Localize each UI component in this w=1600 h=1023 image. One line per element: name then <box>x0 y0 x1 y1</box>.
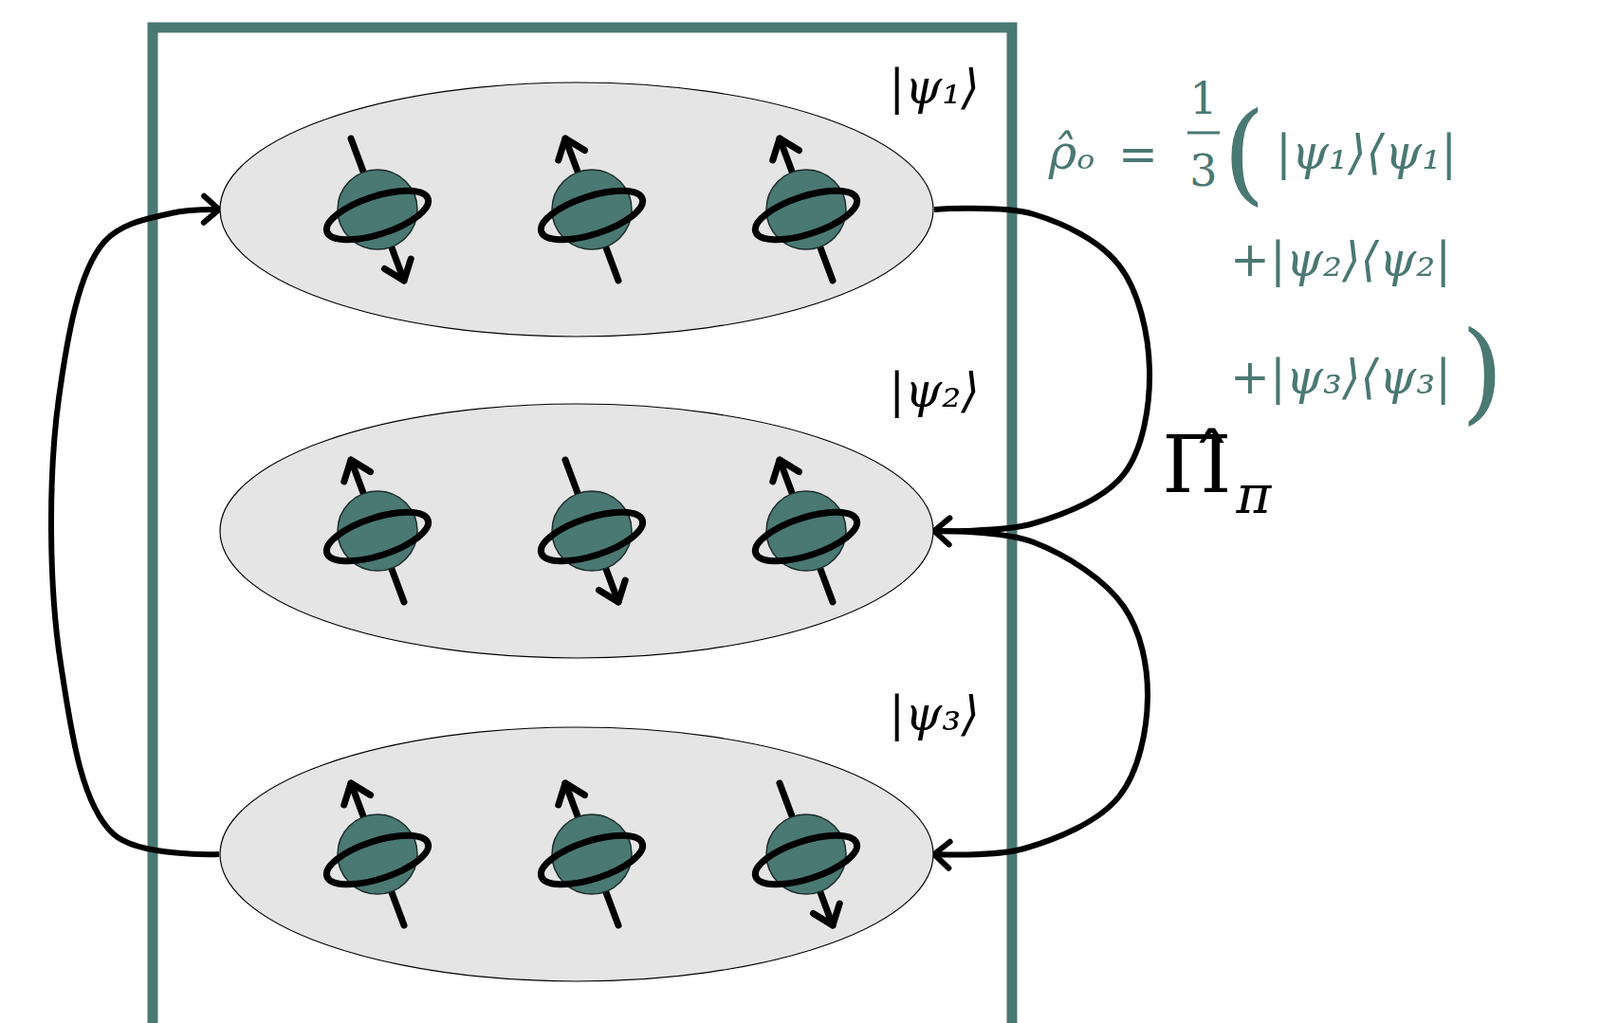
state-label: |ψ₃⟩ <box>888 688 980 741</box>
spin-symbol <box>321 138 435 281</box>
state-label: |ψ₁⟩ <box>888 61 980 114</box>
spin-symbol <box>535 138 649 281</box>
ellipse-outline <box>220 404 934 659</box>
spin-symbol <box>321 783 435 926</box>
operator-label: π <box>1236 465 1272 525</box>
formula-part: = <box>1118 128 1159 182</box>
ellipse-shape <box>219 726 935 983</box>
ellipse-outline <box>220 727 934 982</box>
spin-symbol <box>535 459 649 603</box>
formula-part: ρ̂ₒ <box>1048 127 1096 180</box>
state-ellipse: |ψ₁⟩ <box>219 81 935 338</box>
spin-symbol <box>535 783 649 926</box>
spin-symbol <box>321 459 435 603</box>
ellipse-shape <box>219 403 935 660</box>
operator-label: Π̂ <box>1161 421 1232 509</box>
formula-part: +|ψ₂⟩⟨ψ₂| <box>1230 234 1452 287</box>
permutation-arrow <box>51 209 220 855</box>
formula-part: |ψ₁⟩⟨ψ₁| <box>1275 127 1457 180</box>
spin-symbol <box>750 459 864 603</box>
state-ellipse: |ψ₂⟩ <box>219 403 935 660</box>
formula-part: 1 <box>1189 74 1217 124</box>
state-label: |ψ₂⟩ <box>888 365 980 418</box>
state-ellipse: |ψ₃⟩ <box>219 726 935 983</box>
ellipse-outline <box>220 82 934 337</box>
ellipse-shape <box>219 81 935 338</box>
formula-part: ( <box>1222 91 1266 214</box>
formula-part: ) <box>1460 311 1504 433</box>
enclosing-frame <box>152 27 1012 1023</box>
formula-part: +|ψ₃⟩⟨ψ₃| <box>1230 351 1452 405</box>
formula-part: 3 <box>1189 147 1217 196</box>
fraction-bar <box>1187 131 1220 135</box>
spin-symbol <box>750 138 864 281</box>
spin-symbol <box>750 783 864 926</box>
